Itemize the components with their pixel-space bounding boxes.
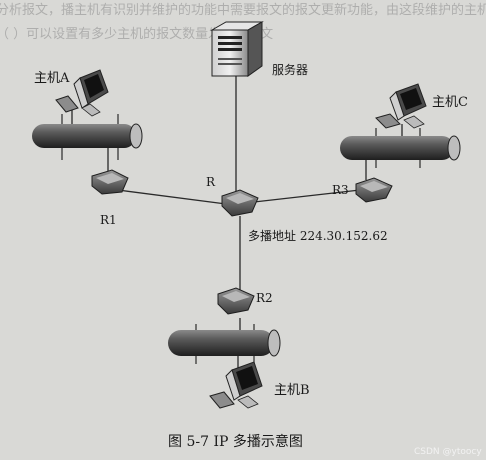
router-r2-icon: [217, 287, 255, 315]
multicast-address-label: 多播地址 224.30.152.62: [248, 229, 388, 243]
router-r1-icon: [91, 169, 129, 195]
bleed-line-1: 分析报文，播主机有识别并维护的功能中需要报文的报文更新功能，由这段维护的主机: [0, 2, 486, 18]
host-a-computer-icon: [55, 69, 109, 117]
watermark: CSDN @ytoocy: [414, 447, 482, 457]
host-b-computer-icon: [209, 361, 263, 409]
router-r1-label: R1: [100, 213, 117, 227]
figure-caption: 图 5-7 IP 多播示意图: [168, 433, 303, 450]
link-r1-r: [117, 189, 227, 205]
server-label: 服务器: [272, 62, 308, 77]
host-b-label: 主机B: [274, 383, 310, 398]
host-a-label: 主机A: [34, 71, 70, 86]
server-icon: [210, 21, 264, 77]
router-r2-label: R2: [256, 291, 273, 305]
router-r3-icon: [355, 177, 393, 203]
host-c-label: 主机C: [432, 95, 468, 110]
host-c-computer-icon: [375, 83, 427, 129]
lan-a-bus: [32, 123, 143, 149]
router-r-label: R: [206, 175, 216, 189]
bleed-line-2: （ ）可以设置有多少主机的报文数量发生的报文: [0, 26, 273, 42]
bleed-through-text: 分析报文，播主机有识别并维护的功能中需要报文的报文更新功能，由这段维护的主机 （…: [0, 2, 486, 42]
link-lines: [71, 76, 403, 372]
router-r-icon: [221, 189, 259, 217]
router-r3-label: R3: [332, 183, 349, 197]
lan-c-bus: [340, 135, 461, 161]
link-r-r3: [253, 189, 361, 203]
lan-b-bus: [168, 329, 281, 357]
